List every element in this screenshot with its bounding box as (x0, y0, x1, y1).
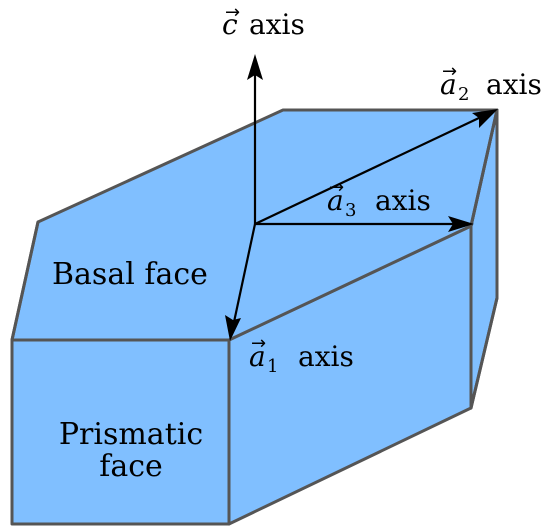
svg-text:c: c (222, 8, 238, 41)
c-axis-label: → c axis (222, 2, 305, 41)
svg-text:axis: axis (375, 184, 431, 217)
svg-text:→: → (225, 2, 240, 23)
prismatic-face-label-line1: Prismatic (59, 417, 203, 452)
svg-text:axis: axis (249, 8, 305, 41)
a2-axis-arrow (254, 109, 498, 225)
prismatic-face-label-line2: face (99, 449, 163, 484)
svg-text:axis: axis (298, 340, 354, 373)
a1-axis-label: → a 1 axis (249, 333, 354, 377)
lower-right-slant-edge (469, 296, 499, 410)
svg-text:axis: axis (486, 68, 542, 101)
left-slant-edge (10, 220, 40, 342)
a3-axis-arrow (255, 216, 474, 232)
svg-text:→: → (251, 333, 266, 354)
basal-face-label: Basal face (52, 257, 208, 292)
svg-text:a: a (249, 340, 266, 373)
svg-text:2: 2 (458, 84, 469, 105)
a3-axis-label: → a 3 axis (327, 177, 431, 221)
svg-text:→: → (329, 177, 344, 198)
a2-axis-label: → a 2 axis (440, 61, 542, 105)
svg-text:a: a (440, 68, 457, 101)
c-axis-arrow (247, 54, 263, 224)
svg-text:a: a (327, 184, 344, 217)
svg-text:→: → (442, 61, 457, 82)
right-slant-edge (469, 108, 499, 228)
svg-text:3: 3 (345, 200, 356, 221)
a1-axis-arrow (225, 223, 257, 341)
svg-text:1: 1 (267, 356, 278, 377)
